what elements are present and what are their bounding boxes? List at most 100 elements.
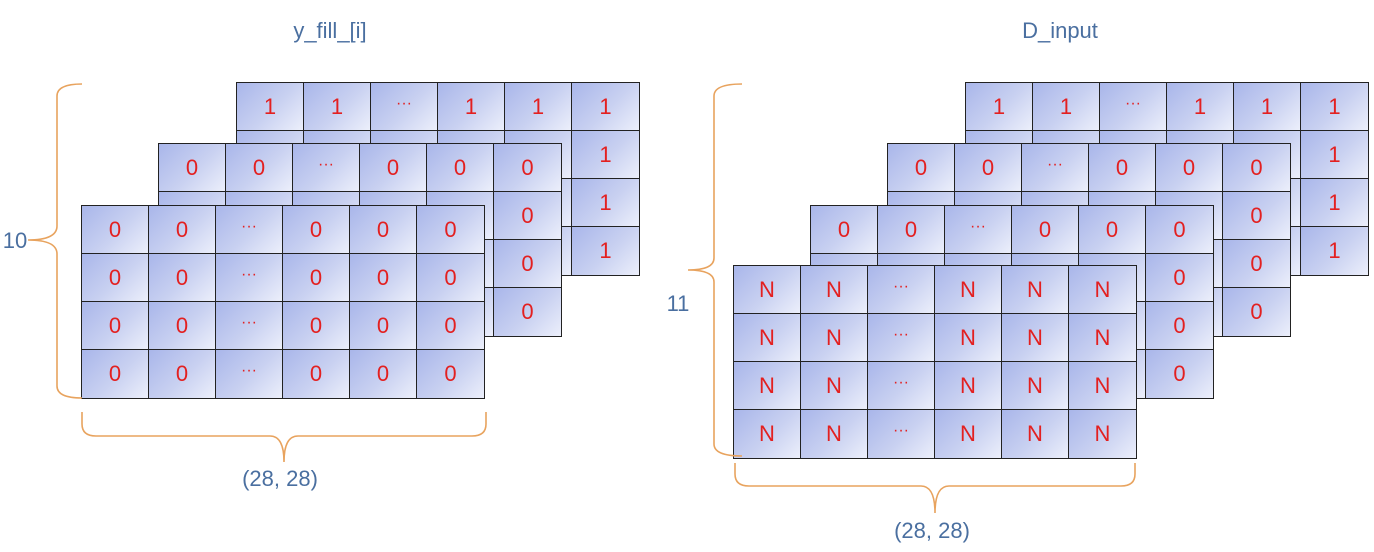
matrix-cell: ··· bbox=[868, 362, 935, 410]
matrix-cell: 0 bbox=[149, 302, 216, 350]
matrix-cell: 0 bbox=[149, 206, 216, 254]
matrix-cell: ··· bbox=[1022, 144, 1089, 192]
matrix-cell: 0 bbox=[82, 254, 149, 302]
matrix-cell: 0 bbox=[1146, 302, 1213, 350]
matrix-cell: 0 bbox=[350, 254, 417, 302]
matrix-cell: 0 bbox=[417, 302, 484, 350]
matrix-cell: 0 bbox=[417, 350, 484, 398]
left-shape-brace bbox=[81, 412, 487, 463]
matrix-cell: 0 bbox=[283, 350, 350, 398]
matrix-cell: 1 bbox=[505, 83, 572, 131]
matrix-cell: N bbox=[1069, 266, 1136, 314]
matrix-cell: ··· bbox=[868, 266, 935, 314]
matrix-cell: ··· bbox=[216, 350, 283, 398]
matrix-cell: 0 bbox=[878, 206, 945, 254]
left-shape-label: (28, 28) bbox=[242, 466, 318, 491]
matrix-cell: N bbox=[1069, 410, 1136, 458]
matrix-cell: 0 bbox=[1146, 206, 1213, 254]
matrix-cell: 1 bbox=[572, 179, 639, 227]
matrix-cell: 1 bbox=[1301, 83, 1368, 131]
matrix-cell: 1 bbox=[572, 227, 639, 275]
matrix-cell: 0 bbox=[811, 206, 878, 254]
matrix-cell: N bbox=[734, 362, 801, 410]
matrix-cell: 1 bbox=[1301, 179, 1368, 227]
matrix-cell: 0 bbox=[494, 144, 561, 192]
matrix-cell: N bbox=[935, 314, 1002, 362]
matrix-cell: 0 bbox=[1223, 144, 1290, 192]
matrix-cell: N bbox=[1069, 314, 1136, 362]
matrix-cell: N bbox=[935, 410, 1002, 458]
matrix-cell: ··· bbox=[945, 206, 1012, 254]
right-stack-label: 11 bbox=[666, 291, 690, 316]
matrix-cell: ··· bbox=[868, 410, 935, 458]
matrix-cell: 0 bbox=[226, 144, 293, 192]
matrix-cell: N bbox=[734, 266, 801, 314]
matrix-cell: 1 bbox=[438, 83, 505, 131]
matrix-cell: 0 bbox=[82, 302, 149, 350]
matrix-cell: 0 bbox=[494, 240, 561, 288]
matrix-cell: N bbox=[1002, 266, 1069, 314]
matrix-cell: 0 bbox=[1223, 192, 1290, 240]
matrix-cell: 0 bbox=[350, 350, 417, 398]
matrix-cell: N bbox=[1002, 410, 1069, 458]
matrix-cell: 1 bbox=[1167, 83, 1234, 131]
matrix-cell: 0 bbox=[494, 192, 561, 240]
matrix-cell: 0 bbox=[82, 350, 149, 398]
matrix-cell: 0 bbox=[1223, 240, 1290, 288]
matrix-cell: ··· bbox=[216, 254, 283, 302]
matrix-cell: 0 bbox=[427, 144, 494, 192]
matrix-cell: 0 bbox=[1079, 206, 1146, 254]
matrix-cell: 1 bbox=[572, 83, 639, 131]
matrix-cell: 1 bbox=[572, 131, 639, 179]
matrix-cell: 1 bbox=[1301, 227, 1368, 275]
matrix-cell: 0 bbox=[82, 206, 149, 254]
matrix-cell: 0 bbox=[350, 302, 417, 350]
right-title: D_input bbox=[1022, 18, 1098, 43]
matrix-cell: 0 bbox=[1146, 350, 1213, 398]
matrix-cell: N bbox=[734, 314, 801, 362]
matrix-cell: ··· bbox=[371, 83, 438, 131]
matrix-cell: 0 bbox=[1146, 254, 1213, 302]
matrix-cell: ··· bbox=[868, 314, 935, 362]
left-title: y_fill_[i] bbox=[293, 18, 367, 43]
matrix-cell: 1 bbox=[237, 83, 304, 131]
matrix-cell: 0 bbox=[283, 302, 350, 350]
matrix-cell: 1 bbox=[304, 83, 371, 131]
matrix-cell: 0 bbox=[494, 288, 561, 336]
matrix-cell: ··· bbox=[1100, 83, 1167, 131]
matrix-cell: ··· bbox=[293, 144, 360, 192]
matrix-cell: 0 bbox=[350, 206, 417, 254]
matrix-cell: N bbox=[801, 362, 868, 410]
matrix-cell: N bbox=[734, 410, 801, 458]
right-shape-label: (28, 28) bbox=[894, 518, 970, 543]
matrix-cell: ··· bbox=[216, 206, 283, 254]
matrix-cell: 0 bbox=[417, 206, 484, 254]
matrix-cell: 1 bbox=[1301, 131, 1368, 179]
matrix-cell: 0 bbox=[1223, 288, 1290, 336]
left-stack-label: 10 bbox=[2, 228, 28, 253]
matrix-cell: 0 bbox=[159, 144, 226, 192]
matrix-cell: N bbox=[1002, 362, 1069, 410]
matrix-cell: 1 bbox=[966, 83, 1033, 131]
matrix-cell: ··· bbox=[216, 302, 283, 350]
left-stack-brace bbox=[27, 83, 83, 399]
matrix-cell: N bbox=[801, 266, 868, 314]
matrix-cell: N bbox=[1002, 314, 1069, 362]
matrix-cell: 1 bbox=[1033, 83, 1100, 131]
matrix-cell: 1 bbox=[1234, 83, 1301, 131]
matrix-cell: 0 bbox=[417, 254, 484, 302]
matrix-cell: 0 bbox=[955, 144, 1022, 192]
matrix-cell: 0 bbox=[149, 350, 216, 398]
right-stack-brace bbox=[687, 83, 743, 457]
matrix-cell: N bbox=[935, 362, 1002, 410]
matrix-cell: 0 bbox=[283, 206, 350, 254]
right-shape-brace bbox=[734, 463, 1136, 514]
matrix-cell: 0 bbox=[283, 254, 350, 302]
matrix-cell: 0 bbox=[1156, 144, 1223, 192]
matrix-cell: 0 bbox=[888, 144, 955, 192]
matrix-cell: N bbox=[935, 266, 1002, 314]
matrix-cell: 0 bbox=[1012, 206, 1079, 254]
